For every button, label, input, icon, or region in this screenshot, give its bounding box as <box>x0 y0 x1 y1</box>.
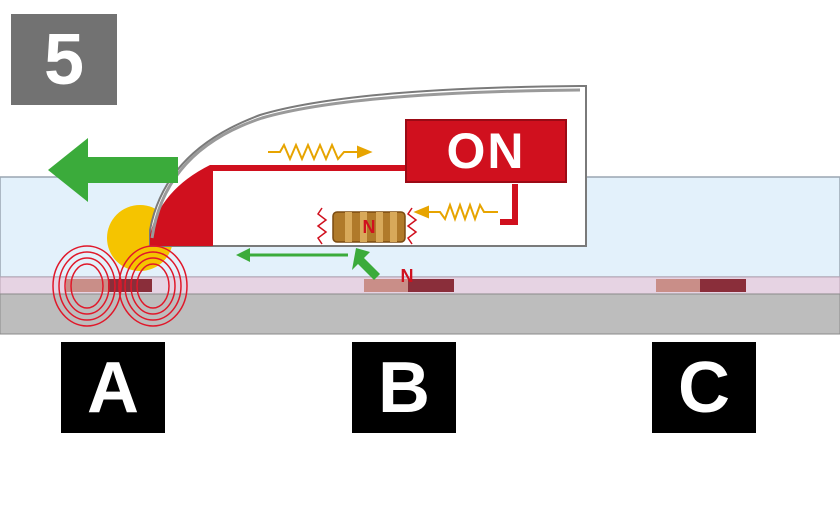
vehicle-nose <box>150 165 210 246</box>
track-magnet-b <box>364 279 454 292</box>
magnetic-field-loops <box>52 245 188 327</box>
switch-box <box>405 119 567 183</box>
station-label-b: B <box>352 342 456 433</box>
control-wiring <box>207 165 518 246</box>
arrow-left-small-icon <box>236 248 348 262</box>
switch-label: ON <box>446 123 526 179</box>
step-number: 5 <box>11 14 117 105</box>
station-label-c: C <box>652 342 756 433</box>
magnetic-field-icon <box>316 207 418 245</box>
magnet-icon <box>332 211 406 243</box>
track-magnet-c <box>656 279 746 292</box>
repel-arrow-icon <box>352 248 380 280</box>
spring-icon <box>268 142 373 162</box>
rail <box>0 293 840 335</box>
track-pole-label: N <box>400 265 414 286</box>
spring-icon-2 <box>413 202 498 222</box>
arrow-left-icon <box>48 138 178 202</box>
station-label-a: A <box>61 342 165 433</box>
magnet-pole-label: N <box>362 216 376 237</box>
